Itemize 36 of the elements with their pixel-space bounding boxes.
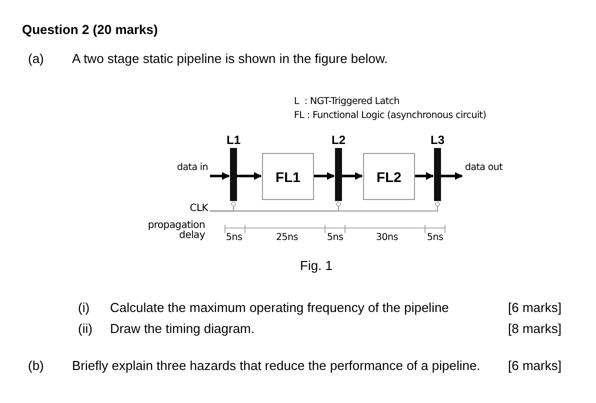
item-marker: (i) — [78, 300, 90, 315]
arrow — [314, 172, 335, 180]
logic-box: FL1 — [262, 153, 314, 200]
marks-label: [6 marks] — [508, 300, 562, 315]
figure-caption: Fig. 1 — [300, 258, 333, 273]
delay-label: 5ns — [226, 232, 242, 243]
question-text: Draw the timing diagram. — [110, 321, 254, 336]
axis-label: propagation delay — [146, 221, 205, 241]
latch-label: L1 — [225, 133, 242, 147]
question-text: Calculate the maximum operating frequency of the pipeline — [110, 300, 449, 315]
question-heading: Question 2 (20 marks) — [22, 22, 158, 37]
delay-label: 5ns — [327, 232, 344, 243]
data-label: data out — [465, 163, 504, 173]
arrow — [237, 172, 262, 180]
arrow — [210, 172, 230, 180]
delay-label: 5ns — [427, 232, 444, 243]
question-text: A two stage static pipeline is shown in the figure below. — [72, 51, 388, 66]
delay-label: 30ns — [376, 232, 398, 243]
item-marker: (b) — [28, 358, 44, 373]
marks-label: [6 marks] — [508, 358, 562, 373]
logic-box: FL2 — [363, 153, 415, 200]
legend-text: L : NGT-Triggered Latch — [294, 96, 400, 107]
item-marker: (a) — [28, 51, 44, 66]
legend-text: FL : Functional Logic (asynchronous circuit) — [294, 110, 486, 121]
item-marker: (ii) — [78, 321, 92, 336]
delay-label: 25ns — [276, 232, 298, 243]
clock-line — [210, 202, 440, 212]
clock-label: CLK — [188, 204, 208, 214]
arrow — [415, 172, 434, 180]
arrow — [441, 172, 463, 180]
data-label: data in — [176, 163, 208, 173]
latch-label: L2 — [330, 133, 346, 147]
marks-label: [8 marks] — [508, 321, 562, 336]
question-text: Briefly explain three hazards that reduce the performance of a pipeline. — [72, 358, 480, 373]
arrow — [342, 172, 363, 180]
latch-label: L3 — [429, 133, 446, 147]
